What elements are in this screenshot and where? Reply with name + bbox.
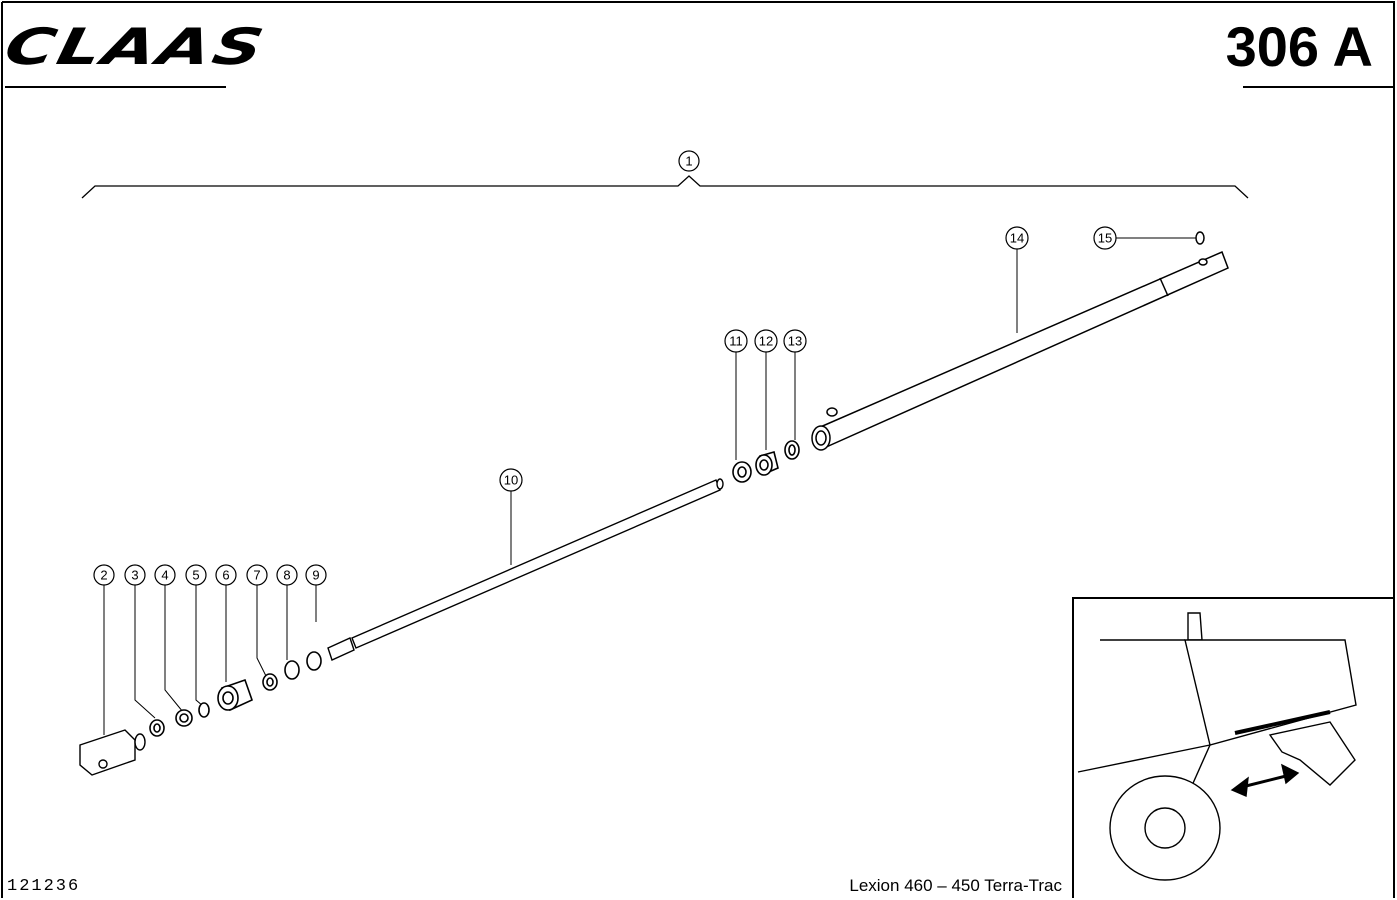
callout-13: 13 xyxy=(783,329,807,353)
callout-10: 10 xyxy=(499,468,523,492)
svg-text:11: 11 xyxy=(729,334,743,349)
document-number: 121236 xyxy=(7,877,81,896)
svg-text:9: 9 xyxy=(312,568,319,583)
callout-7: 7 xyxy=(246,564,268,586)
leader-lines xyxy=(103,237,1198,735)
claas-logo: CLAAS xyxy=(0,18,272,76)
svg-text:5: 5 xyxy=(192,568,199,583)
callout-15: 15 xyxy=(1093,226,1117,250)
inset-frame xyxy=(1072,597,1394,898)
svg-text:15: 15 xyxy=(1098,231,1112,246)
svg-text:13: 13 xyxy=(788,334,802,349)
callout-14: 14 xyxy=(1005,226,1029,250)
callout-8: 8 xyxy=(276,564,298,586)
svg-text:14: 14 xyxy=(1010,231,1024,246)
rod-seals xyxy=(732,440,800,483)
callout-2: 2 xyxy=(93,564,115,586)
model-caption: Lexion 460 – 450 Terra-Trac xyxy=(849,876,1062,895)
inset-location-illustration xyxy=(1077,612,1357,881)
assembly-bracket xyxy=(81,175,1249,199)
callout-9: 9 xyxy=(305,564,327,586)
callout-3: 3 xyxy=(124,564,146,586)
callout-6: 6 xyxy=(215,564,237,586)
callout-11: 11 xyxy=(724,329,748,353)
callout-5: 5 xyxy=(185,564,207,586)
svg-text:4: 4 xyxy=(161,568,168,583)
page-number: 306 A xyxy=(1225,15,1373,78)
part-piston-rod xyxy=(327,478,724,661)
callout-4: 4 xyxy=(154,564,176,586)
svg-text:2: 2 xyxy=(100,568,107,583)
svg-text:12: 12 xyxy=(759,334,773,349)
callout-1: 1 xyxy=(678,150,700,172)
part-cylinder-tube xyxy=(811,231,1229,451)
seal-parts xyxy=(149,651,322,737)
svg-text:3: 3 xyxy=(131,568,138,583)
svg-text:7: 7 xyxy=(253,568,260,583)
svg-text:8: 8 xyxy=(283,568,290,583)
svg-text:10: 10 xyxy=(504,473,518,488)
callout-12: 12 xyxy=(754,329,778,353)
part-clevis xyxy=(79,729,146,776)
svg-text:1: 1 xyxy=(685,154,692,169)
svg-text:6: 6 xyxy=(222,568,229,583)
